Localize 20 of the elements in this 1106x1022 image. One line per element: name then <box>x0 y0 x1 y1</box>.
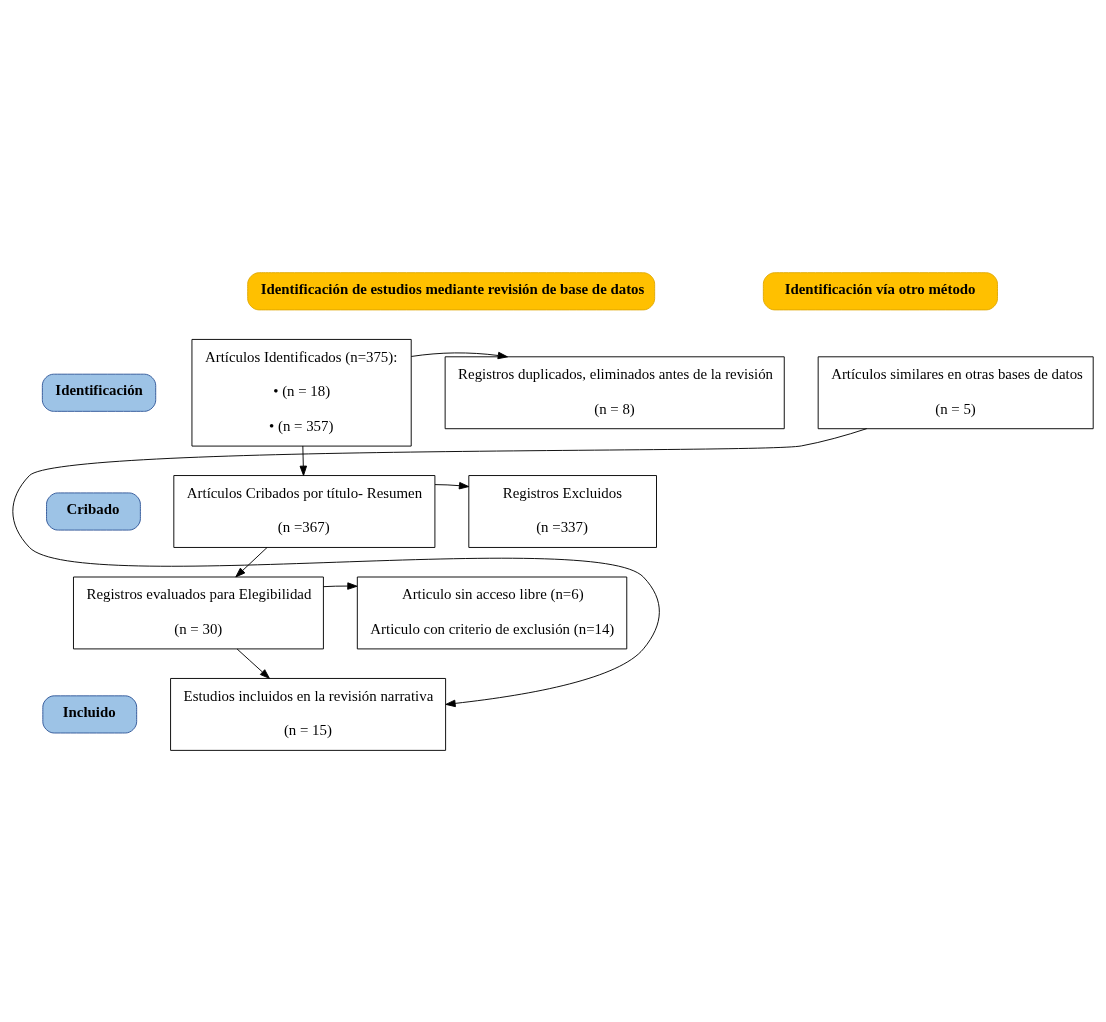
node-box: Identificación vía otro método <box>762 271 998 310</box>
node-box: Registros duplicados, eliminados antes de la revisión (n = 8) <box>444 355 785 429</box>
arrow <box>236 648 270 679</box>
node-box: Artículos Cribados por título- Resumen (n =367) <box>173 474 436 548</box>
node-box: Identificación de estudios mediante revisión de base de datos <box>247 271 656 310</box>
arrow <box>434 481 470 489</box>
node-box: Registros Excluidos (n =337) <box>468 474 657 548</box>
node-box: Cribado <box>46 491 141 531</box>
node-box: Articulo sin acceso libre (n=6) Articulo con criterio de exclusión (n=14) <box>356 576 628 649</box>
node-box: Incluido <box>42 694 138 733</box>
arrow <box>323 581 358 590</box>
arrow <box>235 546 268 577</box>
arrow <box>12 427 868 707</box>
node-box: Artículos Identificados (n=375): • (n = 18) • (n = 357) <box>191 338 412 447</box>
node-box: Registros evaluados para Elegibilidad (n = 30) <box>73 576 324 649</box>
node-box: Estudios incluidos en la revisión narrativa (n = 15) <box>170 677 447 751</box>
node-box: Identificación <box>41 373 157 412</box>
node-box: Artículos similares en otras bases de datos (n = 5) <box>817 355 1094 429</box>
arrow <box>410 351 508 359</box>
arrow <box>299 445 308 476</box>
